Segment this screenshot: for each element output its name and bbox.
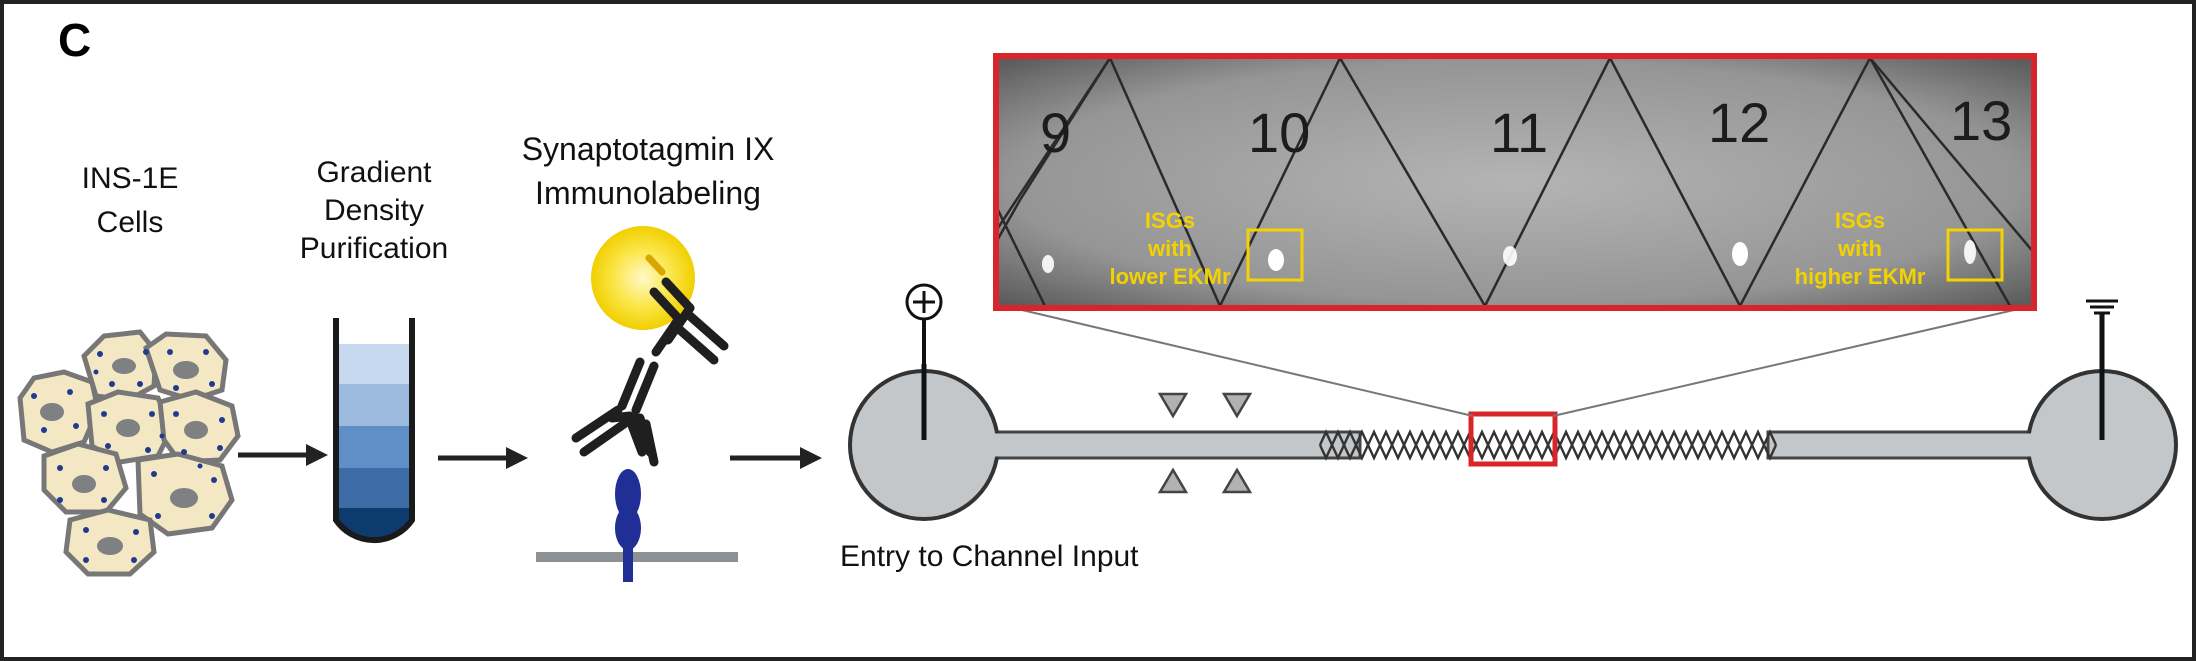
arrow-tube-to-immuno [438,447,528,469]
cell-cluster [17,329,241,577]
purification-label-line3: Purification [300,232,448,265]
channel-number-12: 12 [1708,91,1770,154]
region-highlight-box [1468,411,1558,467]
micrograph-frame [993,53,2037,311]
right-annotation-line2: with [1837,236,1882,261]
channel-outlet-segment [1766,430,2062,460]
left-annotation-line2: with [1147,236,1192,261]
purification-label-line1: Gradient [316,156,432,189]
channel-number-10: 10 [1248,101,1310,164]
channel-number-13: 13 [1950,89,2012,152]
primary-antibody-icon [571,357,659,467]
immuno-label-line2: Immunolabeling [535,175,761,211]
left-annotation-line3: lower EKMr [1109,264,1230,289]
injection-markers [1157,392,1253,494]
panel-letter: C [58,14,91,66]
synaptotagmin-icon [615,469,641,582]
density-gradient-tube [333,318,415,544]
cells-label-line1: INS-1E [82,162,179,195]
channel-inlet-segment [988,430,1362,460]
left-annotation-line1: ISGs [1145,208,1195,233]
sawtooth-channel-segment [1318,429,1778,461]
fluorescent-spots [1042,240,1976,273]
ground-symbol-icon [2086,299,2118,315]
right-annotation-line1: ISGs [1835,208,1885,233]
membrane-icon [536,552,738,562]
arrow-cells-to-tube [238,444,328,466]
antibody-complex [536,226,738,582]
microfluidic-channel [848,283,2178,521]
right-annotation-line3: higher EKMr [1795,264,1926,289]
immuno-label-line1: Synaptotagmin IX [522,131,775,167]
cells-label-line2: Cells [97,206,164,239]
entry-label: Entry to Channel Input [840,540,1139,573]
right-isg-box [1946,228,2004,282]
zoom-line-right [1552,309,2015,417]
purification-label-line2: Density [324,194,424,227]
arrow-immuno-to-channel [730,447,822,469]
channel-number-11: 11 [1490,101,1548,164]
fluorescence-micrograph: 9 10 11 12 13 ISGs with lower EKMr ISGs … [993,53,2037,311]
secondary-antibody-icon [649,277,729,365]
zoom-line-left [1021,309,1474,417]
channel-number-9: 9 [1040,101,1071,164]
left-isg-box [1246,228,1304,282]
